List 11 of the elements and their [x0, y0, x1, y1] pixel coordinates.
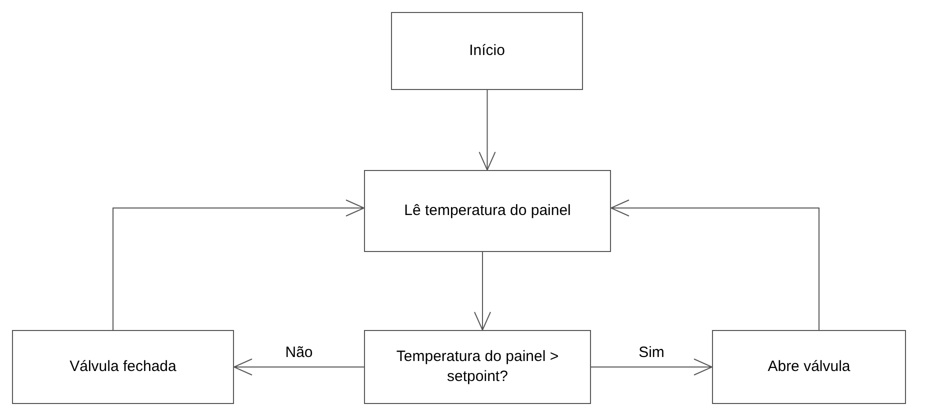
arrow — [474, 252, 491, 330]
process-box: Válvula fechada — [12, 330, 234, 404]
process-box: Lê temperatura do painel — [364, 170, 611, 252]
process-box: Início — [391, 12, 583, 90]
process-box: Temperatura do painel > setpoint? — [364, 330, 591, 404]
arrow — [590, 358, 712, 376]
arrow — [112, 200, 364, 330]
arrow — [234, 358, 364, 376]
process-box: Abre válvula — [712, 330, 906, 404]
arrow — [610, 200, 820, 330]
arrow — [478, 90, 496, 170]
